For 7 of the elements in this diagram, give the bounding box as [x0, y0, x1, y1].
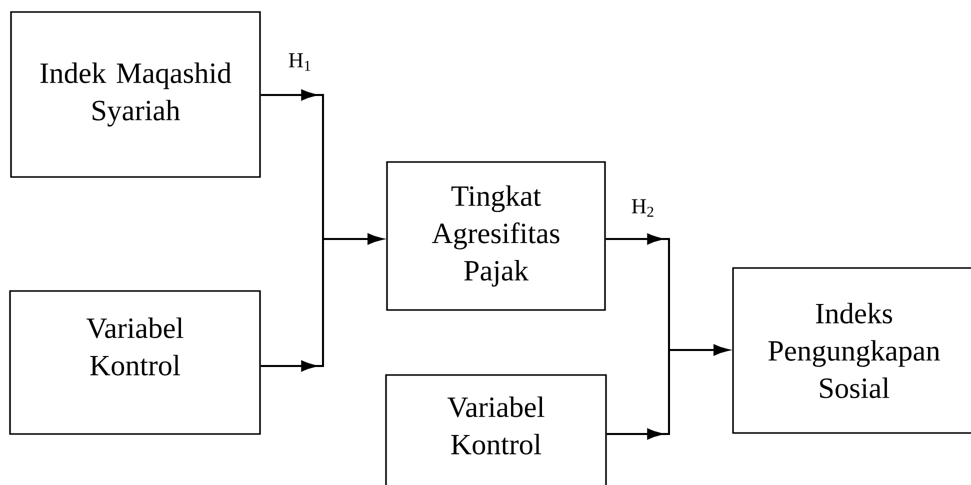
variable-box: Variabel Kontrol: [385, 374, 607, 485]
edge-label: H$_{1}$: [288, 53, 310, 71]
edge-label: H$_{2}$: [632, 199, 654, 217]
variable-box: Variabel Kontrol: [9, 290, 261, 435]
variable-box: Tingkat Agresifitas Pajak: [386, 161, 606, 311]
variable-box: Indek Maqashid Syariah: [10, 11, 261, 178]
variable-box: Indeks Pengungkapan Sosial: [732, 267, 971, 434]
